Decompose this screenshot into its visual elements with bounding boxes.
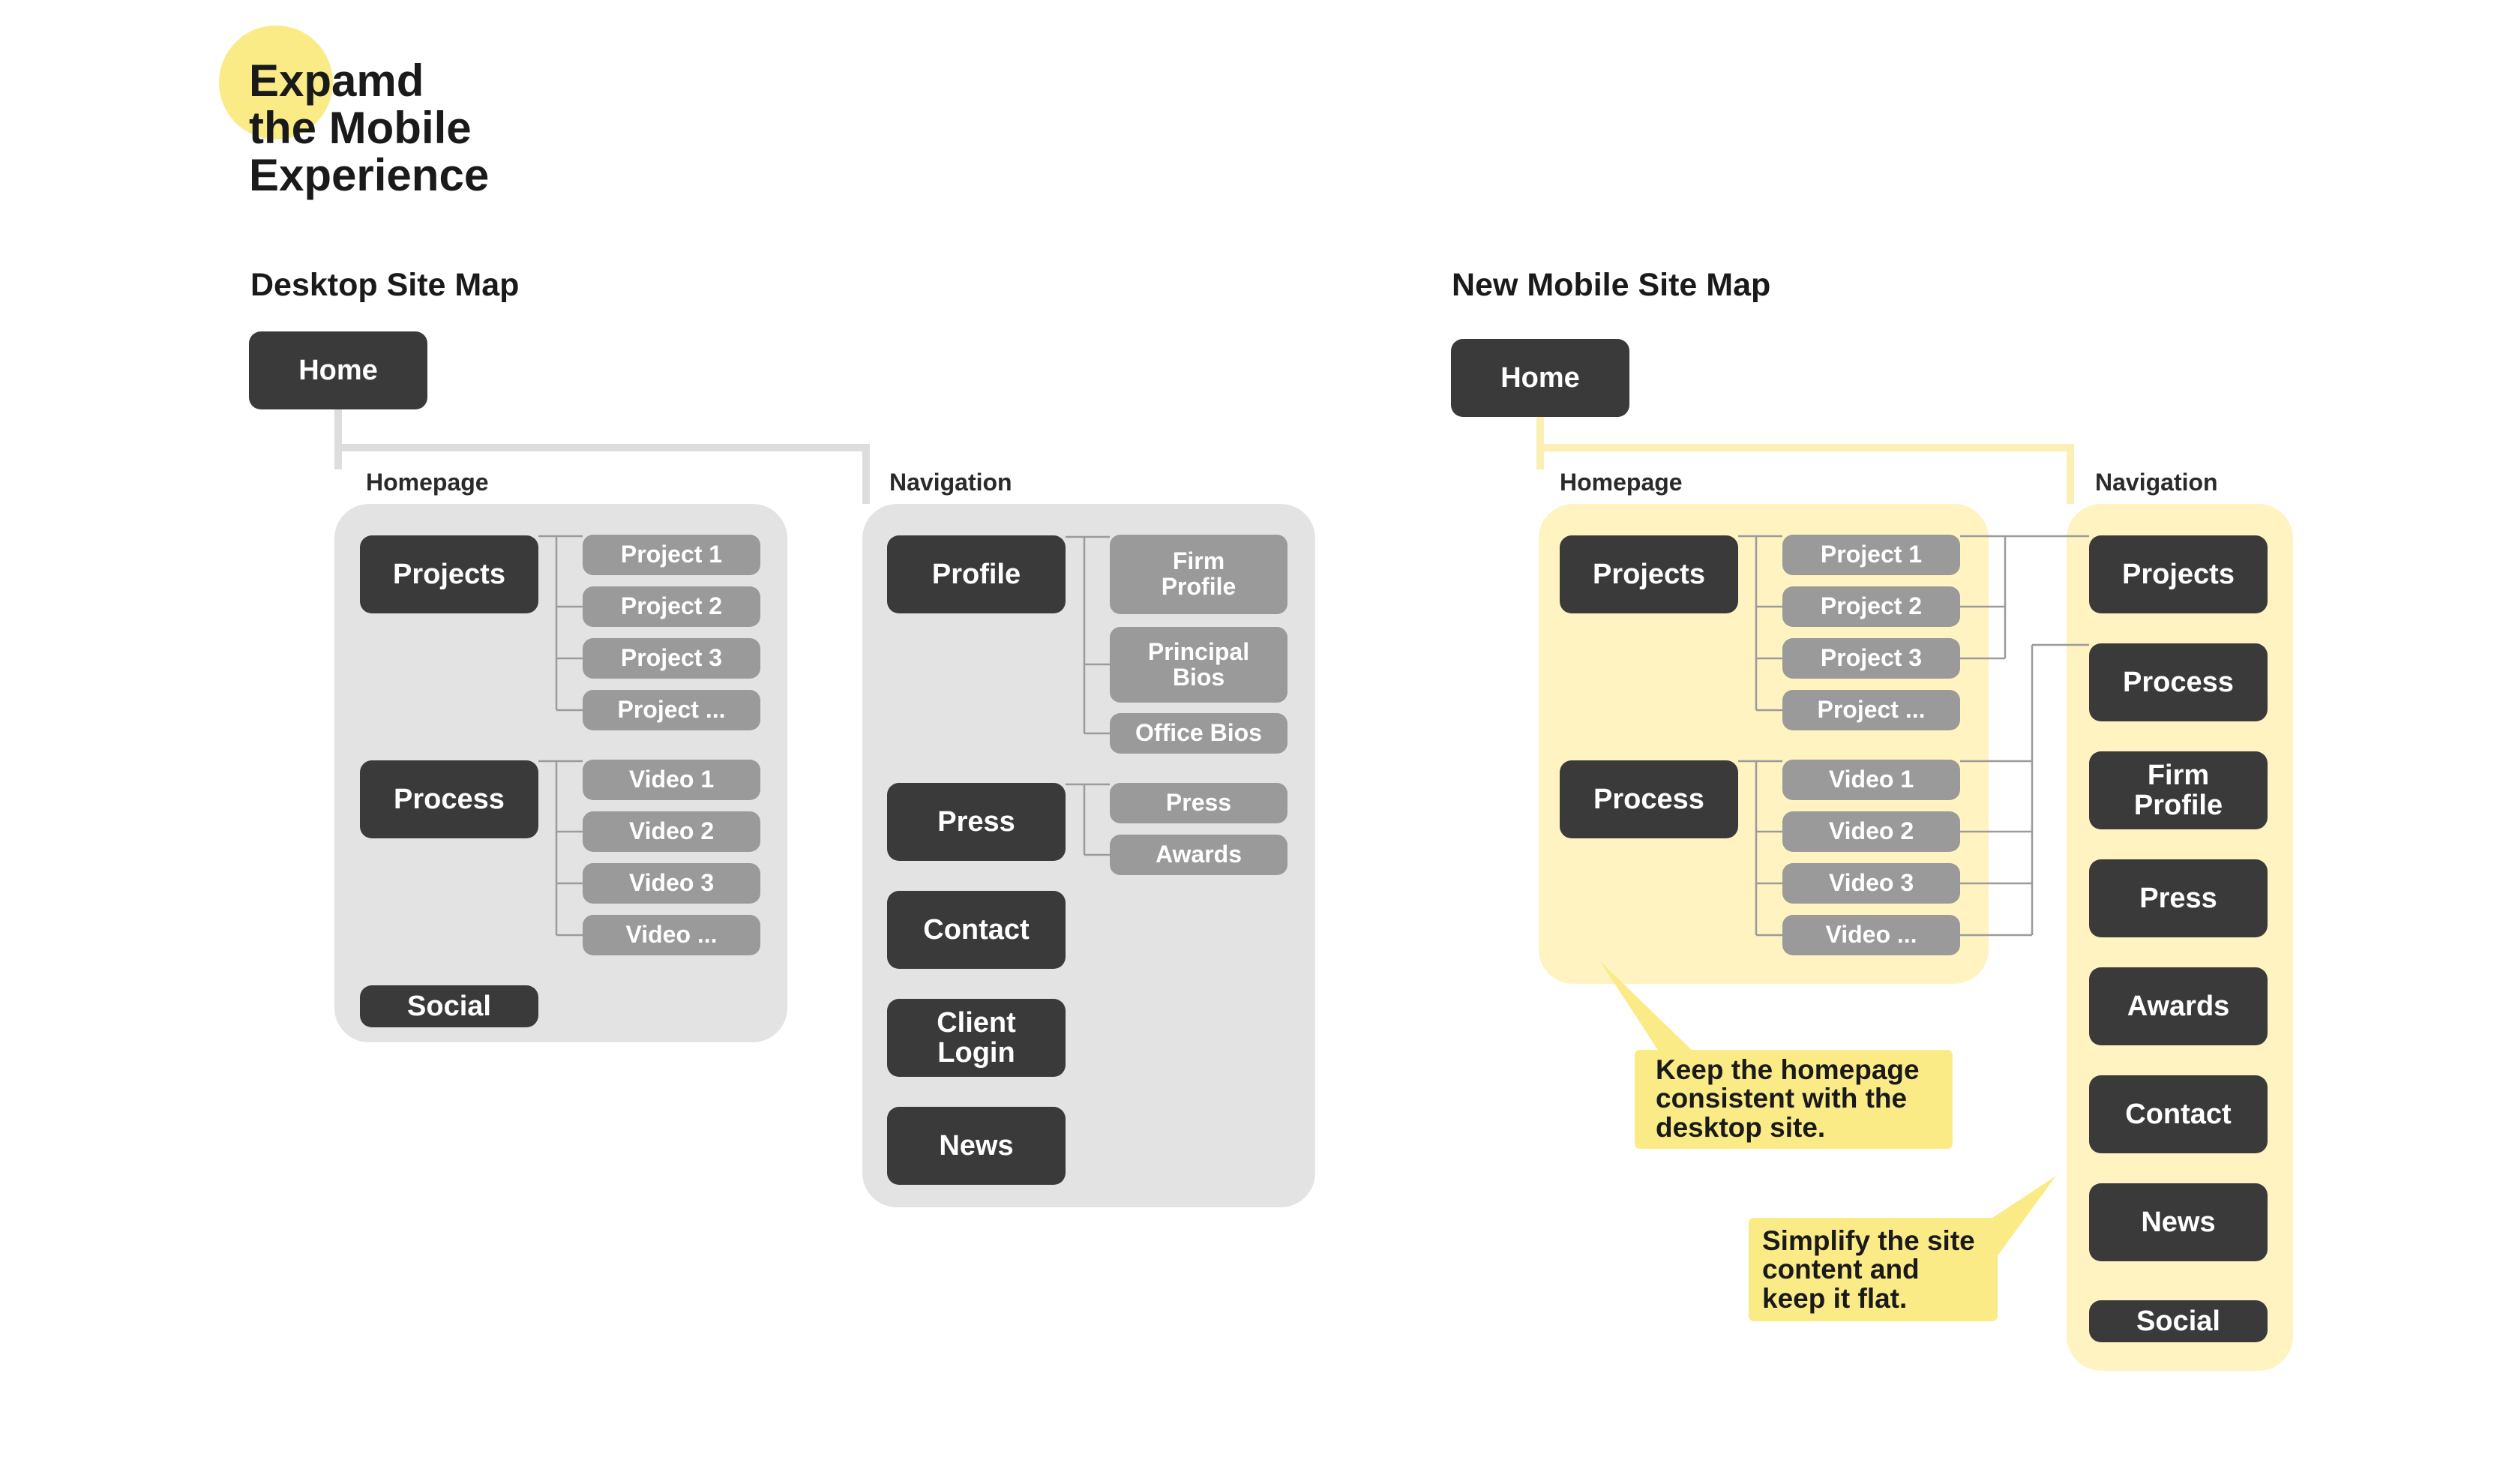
desktop-process-node: Process — [360, 760, 538, 838]
desktop-awards-item: Awards — [1110, 835, 1287, 875]
desktop-home-node: Home — [249, 331, 427, 409]
mobile-nav-projects: Projects — [2089, 535, 2268, 613]
desktop-project-1: Project 1 — [583, 535, 760, 575]
desktop-video-more: Video ... — [583, 915, 760, 955]
mobile-process-node: Process — [1560, 760, 1738, 838]
mobile-nav-contact: Contact — [2089, 1075, 2268, 1153]
mobile-video-3: Video 3 — [1782, 863, 1960, 904]
callout-homepage-text: Keep the homepage consistent with the de… — [1656, 1054, 1920, 1143]
mobile-nav-social: Social — [2089, 1300, 2268, 1342]
desktop-project-3: Project 3 — [583, 638, 760, 679]
callout-flat-text: Simplify the site content and keep it fl… — [1762, 1225, 1975, 1314]
desktop-contact-node: Contact — [887, 891, 1066, 969]
mobile-video-more: Video ... — [1782, 915, 1960, 955]
desktop-homepage-label: Homepage — [366, 469, 489, 496]
mobile-project-1: Project 1 — [1782, 535, 1960, 575]
desktop-press-node: Press — [887, 783, 1066, 861]
desktop-navigation-label: Navigation — [889, 469, 1012, 496]
desktop-video-1: Video 1 — [583, 760, 760, 800]
mobile-video-1: Video 1 — [1782, 760, 1960, 800]
mobile-project-2: Project 2 — [1782, 586, 1960, 627]
mobile-projects-node: Projects — [1560, 535, 1738, 613]
page-title: Expamd the Mobile Experience — [249, 55, 490, 200]
desktop-projects-node: Projects — [360, 535, 538, 613]
mobile-project-more: Project ... — [1782, 690, 1960, 730]
mobile-sitemap-title: New Mobile Site Map — [1452, 267, 1771, 303]
mobile-nav-news: News — [2089, 1183, 2268, 1261]
desktop-project-2: Project 2 — [583, 586, 760, 627]
desktop-firm-profile: Firm Profile — [1110, 535, 1287, 614]
mobile-home-node: Home — [1451, 339, 1629, 417]
mobile-nav-firm-profile: Firm Profile — [2089, 751, 2268, 829]
desktop-project-more: Project ... — [583, 690, 760, 730]
desktop-video-3: Video 3 — [583, 863, 760, 904]
mobile-nav-process: Process — [2089, 643, 2268, 721]
mobile-nav-awards: Awards — [2089, 967, 2268, 1045]
desktop-client-login-node: Client Login — [887, 999, 1066, 1077]
mobile-homepage-label: Homepage — [1560, 469, 1683, 496]
mobile-project-3: Project 3 — [1782, 638, 1960, 679]
desktop-news-node: News — [887, 1107, 1066, 1185]
mobile-video-2: Video 2 — [1782, 811, 1960, 852]
title-accent-dot — [219, 25, 333, 139]
desktop-principal-bios: Principal Bios — [1110, 627, 1287, 703]
desktop-sitemap-title: Desktop Site Map — [250, 267, 520, 303]
desktop-profile-node: Profile — [887, 535, 1066, 613]
desktop-office-bios: Office Bios — [1110, 713, 1287, 754]
mobile-nav-press: Press — [2089, 859, 2268, 937]
desktop-social-node: Social — [360, 985, 538, 1027]
mobile-navigation-label: Navigation — [2095, 469, 2218, 496]
desktop-press-item: Press — [1110, 783, 1287, 823]
desktop-video-2: Video 2 — [583, 811, 760, 852]
